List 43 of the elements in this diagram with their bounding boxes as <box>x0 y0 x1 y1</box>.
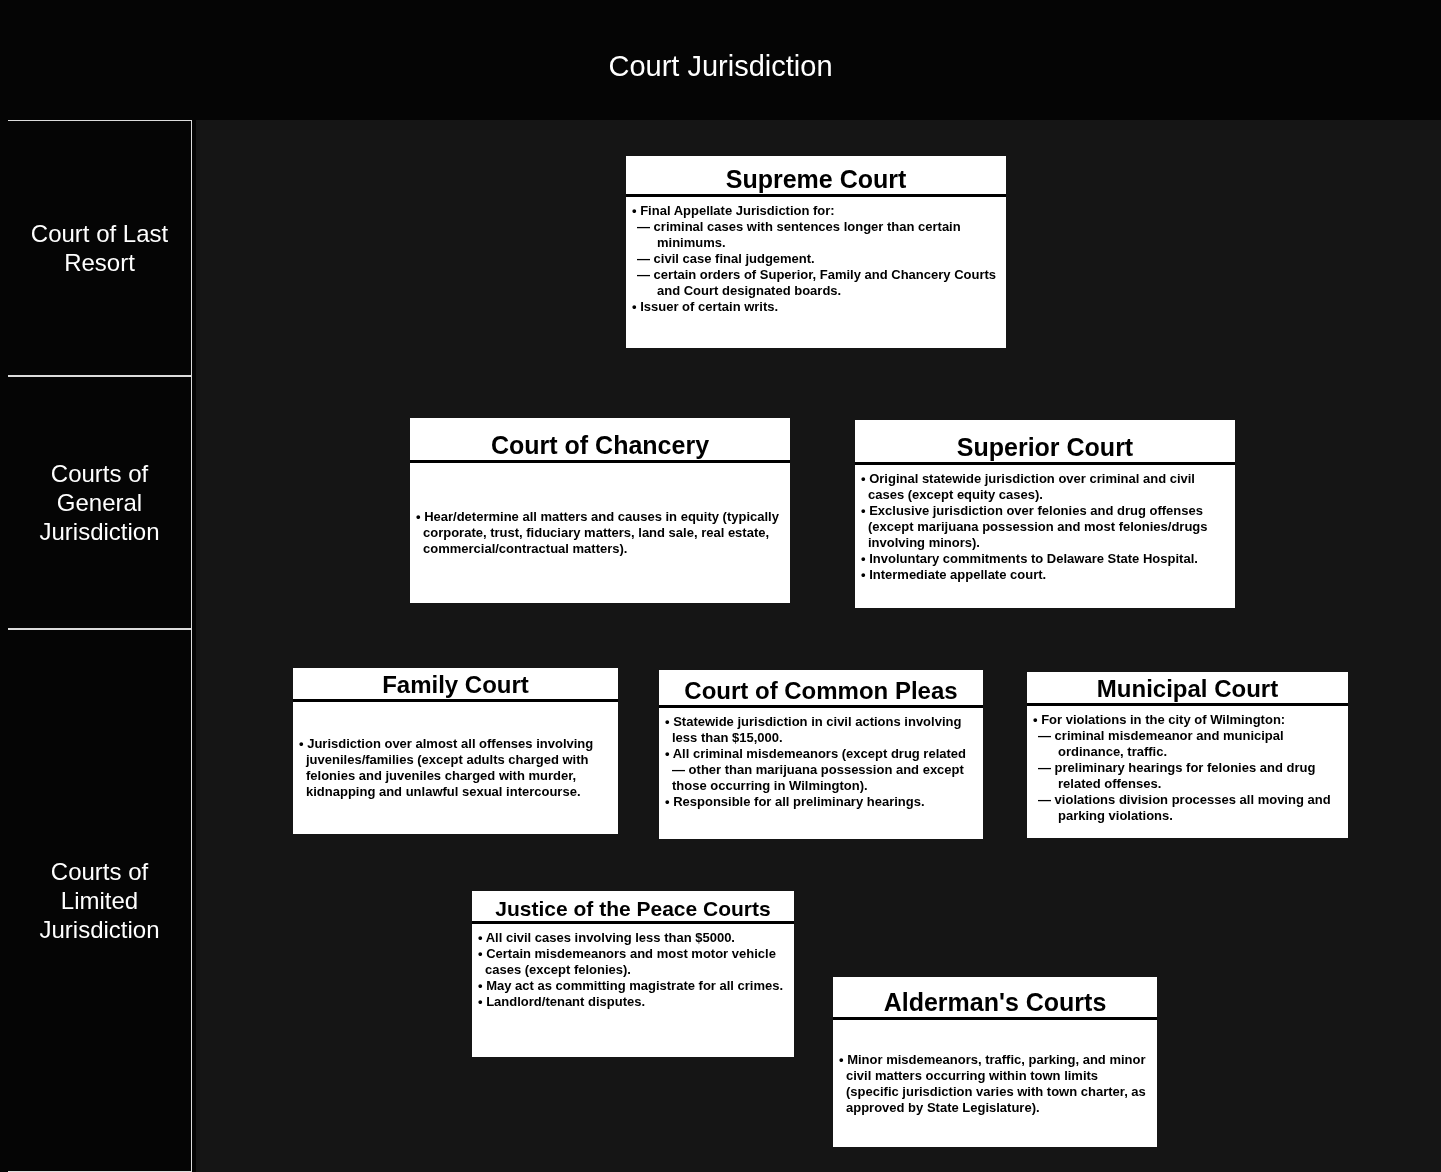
court-name: Alderman's Courts <box>883 988 1107 1017</box>
court-box <box>1027 672 1348 838</box>
court-name: Municipal Court <box>1096 675 1279 703</box>
diagram-title: Court Jurisdiction <box>607 50 834 83</box>
court-box <box>626 156 1006 348</box>
court-name: Court of Common Pleas <box>684 677 958 705</box>
court-name: Family Court <box>382 671 529 699</box>
jurisdiction-item: • Statewide jurisdiction in civil actions involving less than $15,000. <box>664 714 963 746</box>
court-name: Court of Chancery <box>490 431 710 460</box>
jurisdiction-item: • Intermediate appellate court. <box>860 567 1048 583</box>
court-name: Superior Court <box>956 433 1134 462</box>
court-box <box>472 891 794 1057</box>
court-name: Supreme Court <box>725 165 907 194</box>
jurisdiction-item: • Hear/determine all matters and causes in equity (typically corporate, trust, fiduciary matters, land sale, real estate, commercial/contractual matters). <box>415 509 780 557</box>
jurisdiction-item: — criminal cases with sentences longer than certain minimums. <box>636 219 962 251</box>
tier-band: Courts of Limited Jurisdiction <box>8 629 192 1172</box>
jurisdiction-item: — violations division processes all moving and parking violations. <box>1037 792 1332 824</box>
jurisdiction-item: — criminal misdemeanor and municipal ordinance, traffic. <box>1037 728 1285 760</box>
jurisdiction-item: — civil case final judgement. <box>636 251 816 267</box>
jurisdiction-item: • Issuer of certain writs. <box>631 299 780 315</box>
jurisdiction-item: — certain orders of Superior, Family and Chancery Courts and Court designated boards. <box>636 267 998 299</box>
jurisdiction-item: • All criminal misdemeanors (except drug related — other than marijuana possession and except those occurring in Wilmington). <box>664 746 967 794</box>
jurisdiction-item: • Final Appellate Jurisdiction for: <box>631 203 836 219</box>
jurisdiction-item: • For violations in the city of Wilmington: <box>1032 712 1287 728</box>
court-name: Justice of the Peace Courts <box>495 897 771 921</box>
jurisdiction-item: • Jurisdiction over almost all offenses involving juveniles/families (except adults charged with felonies and juveniles charged with murder, kidnapping and unlawful sexual intercourse. <box>298 736 595 800</box>
court-box <box>659 670 983 839</box>
jurisdiction-item: • Original statewide jurisdiction over criminal and civil cases (except equity cases). <box>860 471 1196 503</box>
tier-band: Courts of General Jurisdiction <box>8 376 192 629</box>
jurisdiction-item: • All civil cases involving less than $5000. <box>477 930 736 946</box>
court-box <box>855 420 1235 608</box>
jurisdiction-item: • Responsible for all preliminary hearings. <box>664 794 926 810</box>
jurisdiction-item: • May act as committing magistrate for all crimes. <box>477 978 785 994</box>
jurisdiction-item: — preliminary hearings for felonies and drug related offenses. <box>1037 760 1317 792</box>
court-box <box>410 418 790 603</box>
jurisdiction-item: • Exclusive jurisdiction over felonies and drug offenses (except marijuana possession and most felonies/drugs involving minors). <box>860 503 1209 551</box>
tier-band: Court of Last Resort <box>8 120 192 376</box>
jurisdiction-item: • Involuntary commitments to Delaware State Hospital. <box>860 551 1199 567</box>
jurisdiction-item: • Minor misdemeanors, traffic, parking, and minor civil matters occurring within town limits (specific jurisdiction varies with town charter, as approved by State Legislature). <box>838 1051 1147 1116</box>
court-box <box>293 668 618 834</box>
jurisdiction-item: • Certain misdemeanors and most motor vehicle cases (except felonies). <box>477 946 777 978</box>
jurisdiction-item: • Landlord/tenant disputes. <box>477 994 647 1010</box>
court-box <box>833 977 1157 1147</box>
